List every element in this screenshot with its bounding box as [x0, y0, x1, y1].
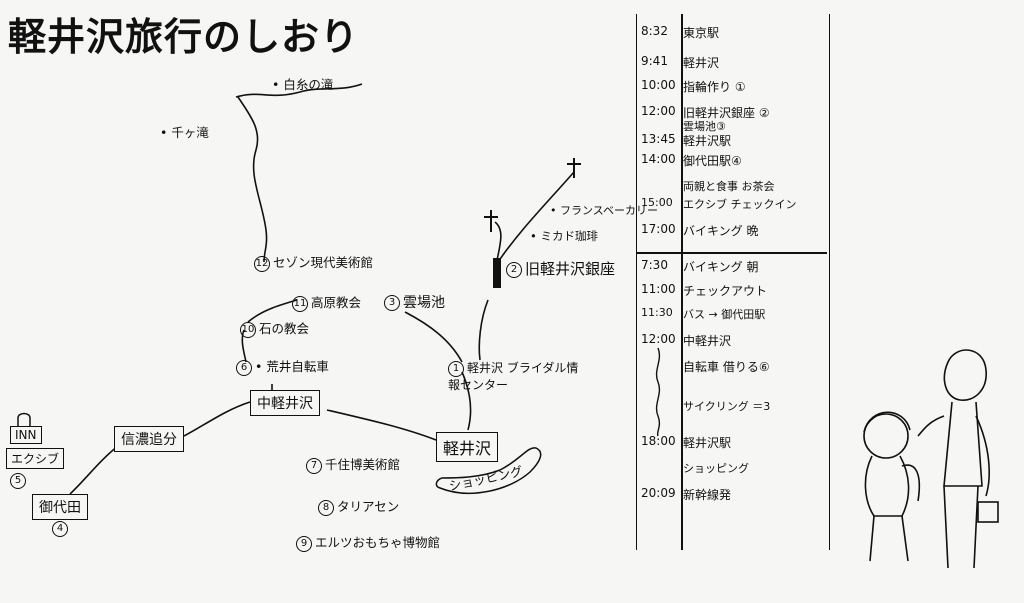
station-karuizawa: 軽井沢: [436, 432, 499, 462]
wavy-duration-line: [655, 347, 661, 437]
excib-hotel: エクシブ: [6, 448, 65, 469]
station-shinano-oiwake: 信濃追分: [114, 426, 184, 452]
station-nakakaruizawa: 中軽井沢: [250, 390, 320, 416]
miyota-number: 4: [52, 520, 71, 537]
senga-label: • 千ヶ滝: [160, 125, 209, 140]
arai-label: 6• 荒井自転車: [236, 356, 329, 376]
page-title: 軽井沢旅行のしおり: [8, 15, 360, 59]
french-label: • フランスベーカリー: [550, 204, 659, 217]
mikado-label: • ミカド珈琲: [530, 229, 598, 243]
inn-sign: INN: [10, 426, 42, 444]
couple-illustration: [863, 349, 999, 569]
station-miyota: 御代田: [32, 494, 88, 520]
shiraito-label: • 白糸の滝: [272, 77, 334, 92]
excib-number: 5: [10, 472, 29, 489]
